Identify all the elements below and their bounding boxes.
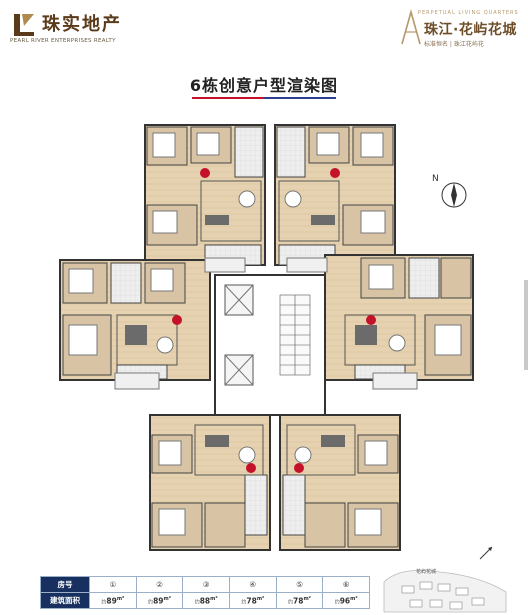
unit-area: 约89m²	[135, 592, 184, 609]
unit-number: ④	[228, 576, 277, 593]
developer-name-en: PEARL RIVER ENTERPRISES REALTY	[10, 38, 116, 44]
developer-logo-icon	[10, 10, 38, 38]
title-underline-red	[192, 97, 264, 99]
unit-area-table: 房号 ① ② ③ ④ ⑤ ⑥ 建筑面积 约89m² 约89m² 约88m² 约7…	[40, 576, 370, 612]
unit-area: 约89m²	[89, 592, 137, 609]
project-tagline-en: PERPETUAL LIVING QUARTERS	[418, 10, 519, 16]
small-compass-icon	[479, 546, 493, 560]
unit-number: ①	[89, 576, 137, 593]
unit-area: 约96m²	[322, 592, 370, 609]
developer-logo: 珠实地产 PEARL RIVER ENTERPRISES REALTY	[10, 8, 170, 48]
header-bar	[0, 0, 528, 52]
compass-north-label: N	[432, 174, 439, 184]
unit-area-row: 建筑面积 约89m² 约89m² 约88m² 约78m² 约78m² 约96m²	[40, 592, 370, 609]
title-underline-blue	[264, 97, 336, 99]
unit-number: ②	[135, 576, 184, 593]
row-label-unit: 房号	[40, 576, 90, 593]
unit-number: ③	[182, 576, 230, 593]
unit-number: ⑤	[275, 576, 324, 593]
site-plan-label: 花屿花城	[416, 569, 437, 575]
site-plan-thumbnail	[383, 569, 507, 613]
project-slogan: 标准恒名 | 珠江花屿花	[424, 41, 484, 48]
compass-icon	[441, 182, 467, 208]
unit-area: 约78m²	[275, 592, 324, 609]
unit-number-row: 房号 ① ② ③ ④ ⑤ ⑥	[40, 576, 370, 593]
floor-plan-rendering	[59, 124, 474, 551]
project-logo-icon	[401, 9, 421, 45]
unit-area: 约88m²	[182, 592, 230, 609]
row-label-area: 建筑面积	[40, 592, 90, 609]
developer-name: 珠实地产	[42, 14, 122, 35]
page-title: 6栋创意户型渲染图	[189, 76, 339, 95]
project-logo: PERPETUAL LIVING QUARTERS 珠江·花屿花城 标准恒名 |…	[400, 6, 520, 50]
side-stripe	[524, 280, 528, 370]
project-name: 珠江·花屿花城	[424, 22, 517, 38]
unit-number: ⑥	[322, 576, 370, 593]
unit-area: 约78m²	[228, 592, 277, 609]
